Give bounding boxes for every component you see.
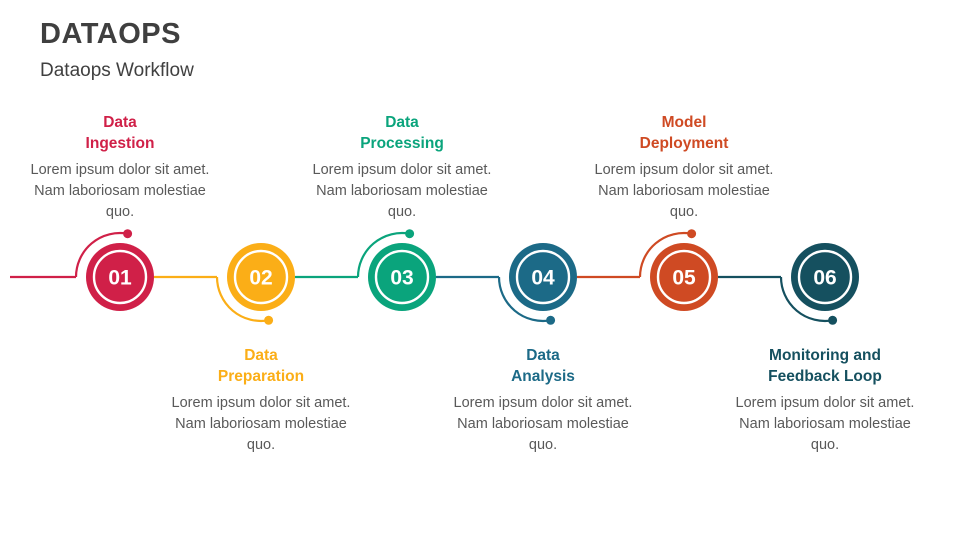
arc-end-dot — [687, 229, 697, 239]
step-circle-ring — [92, 249, 148, 305]
node-arc — [356, 231, 410, 278]
step-circle-ring — [233, 249, 289, 305]
page-subtitle: Dataops Workflow — [40, 60, 194, 81]
step-circle — [509, 243, 577, 311]
timeline-node-1: 01 — [74, 229, 154, 311]
arc-end-dot — [546, 315, 556, 325]
step-description: Lorem ipsum dolor sit amet. Nam laborios… — [735, 395, 915, 453]
step-circle-ring — [515, 249, 571, 305]
step-number: 02 — [249, 267, 272, 290]
step-number: 04 — [531, 267, 555, 290]
node-arc — [638, 231, 692, 278]
step-number: 06 — [813, 267, 836, 290]
arc-end-dot — [123, 229, 133, 239]
step-circle — [368, 243, 436, 311]
step-description: Lorem ipsum dolor sit amet. Nam laborios… — [312, 162, 492, 220]
node-arc — [779, 276, 833, 323]
step-number: 03 — [390, 267, 413, 290]
node-arc — [74, 231, 128, 278]
page-title: DATAOPS — [40, 18, 181, 50]
workflow-timeline: 01 02 03 04 — [10, 229, 859, 325]
arc-end-dot — [828, 315, 838, 325]
step-description: Lorem ipsum dolor sit amet. Nam laborios… — [171, 395, 351, 453]
arc-end-dot — [264, 315, 274, 325]
step-number: 01 — [108, 267, 132, 290]
step-description: Lorem ipsum dolor sit amet. Nam laborios… — [594, 162, 774, 220]
step-circle-ring — [656, 249, 712, 305]
node-arc — [215, 276, 269, 323]
step-description: Lorem ipsum dolor sit amet. Nam laborios… — [453, 395, 633, 453]
step-circle-ring — [374, 249, 430, 305]
step-circle — [86, 243, 154, 311]
step-number: 05 — [672, 267, 696, 290]
node-arc — [497, 276, 551, 323]
timeline-node-4: 04 — [497, 243, 577, 325]
timeline-node-6: 06 — [779, 243, 859, 325]
step-description: Lorem ipsum dolor sit amet. Nam laborios… — [30, 162, 210, 220]
step-circle — [791, 243, 859, 311]
timeline-node-3: 03 — [356, 229, 436, 311]
step-circle — [650, 243, 718, 311]
arc-end-dot — [405, 229, 415, 239]
step-circle — [227, 243, 295, 311]
timeline-node-2: 02 — [215, 243, 295, 325]
timeline-node-5: 05 — [638, 229, 718, 311]
step-circle-ring — [797, 249, 853, 305]
